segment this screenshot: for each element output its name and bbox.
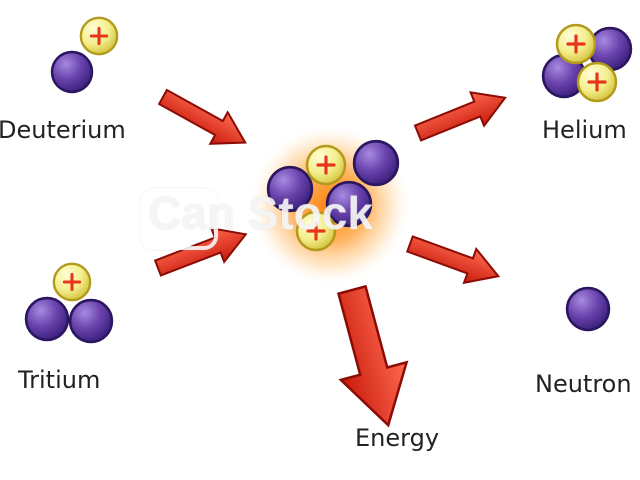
deuterium-label: Deuterium xyxy=(0,116,126,144)
proton-particle xyxy=(305,144,347,186)
deuterium-nucleus xyxy=(50,16,119,94)
energy-label: Energy xyxy=(355,424,440,452)
proton-particle xyxy=(52,262,92,302)
watermark-text: Can Stock xyxy=(148,187,373,239)
helium-label: Helium xyxy=(542,116,627,144)
proton-particle xyxy=(79,16,119,56)
free-neutron xyxy=(565,286,611,332)
proton-particle xyxy=(555,23,597,65)
tritium-label: Tritium xyxy=(18,366,101,394)
neutron-particle xyxy=(352,139,400,187)
watermark-logo-icon xyxy=(140,188,218,250)
helium-nucleus xyxy=(541,23,633,103)
neutron-particle xyxy=(24,296,70,342)
neutron-particle xyxy=(50,50,94,94)
arrow-fusion-to-energy xyxy=(336,284,409,428)
proton-particle xyxy=(576,61,618,103)
neutron-particle xyxy=(68,298,114,344)
arrow-deuterium-to-fusion xyxy=(157,88,247,145)
arrow-fusion-to-neutron xyxy=(405,235,501,285)
neutron-label: Neutron xyxy=(535,370,632,398)
arrow-fusion-to-helium xyxy=(413,91,507,142)
tritium-nucleus xyxy=(24,262,114,344)
